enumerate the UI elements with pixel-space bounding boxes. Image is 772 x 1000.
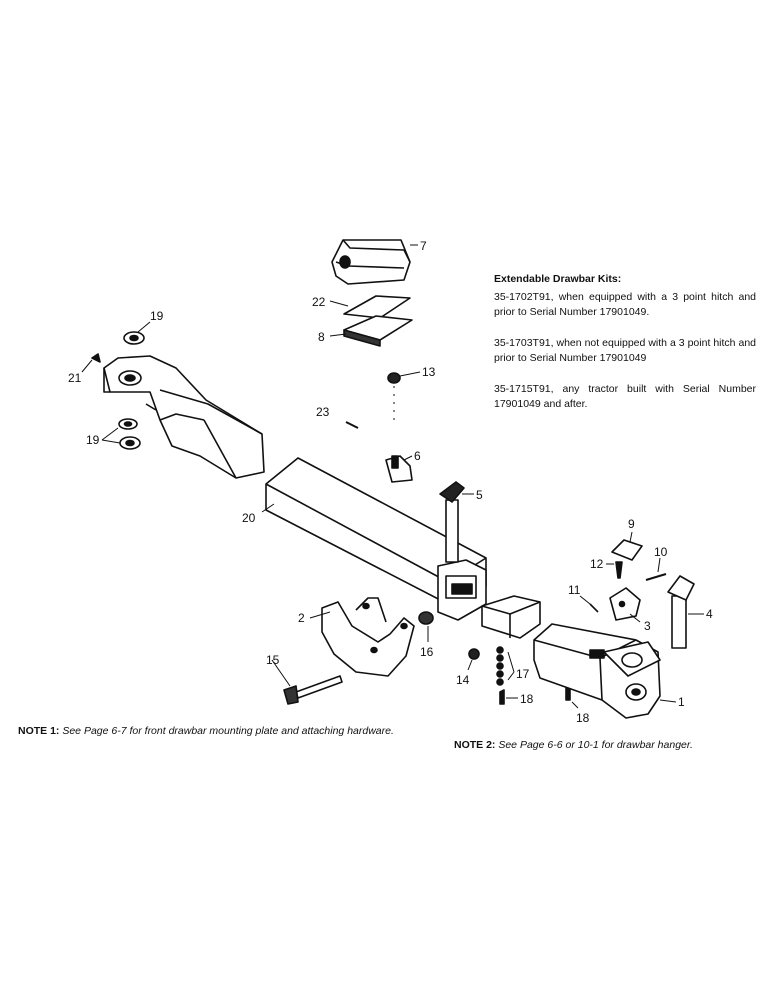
leader-9 (629, 531, 633, 543)
leader-10 (657, 557, 661, 573)
leader-22 (329, 300, 349, 307)
note-1-label: NOTE 1: (18, 725, 60, 737)
note-1-text: See Page 6-7 for front drawbar mounting … (62, 725, 394, 737)
kit-entry-3: 35-1715T91, any tractor built with Seria… (494, 382, 756, 411)
part-7-cap (331, 239, 411, 285)
note-2-text: See Page 6-6 or 10-1 for drawbar hanger. (498, 739, 693, 751)
leader-13 (399, 371, 421, 377)
part-8-pad (343, 315, 413, 347)
note-1: NOTE 1: See Page 6-7 for front drawbar m… (18, 724, 398, 738)
callout-11: 11 (568, 583, 581, 597)
callout-3: 3 (644, 619, 651, 633)
leader-6 (403, 455, 413, 461)
leader-17 (507, 651, 515, 681)
callout-15: 15 (266, 653, 280, 667)
callout-18a: 18 (520, 692, 534, 706)
part-6-bracket (385, 455, 413, 483)
leader-15 (271, 659, 291, 687)
part-5-pin (439, 481, 465, 563)
callout-2: 2 (298, 611, 305, 625)
callout-19a: 19 (150, 309, 164, 323)
callout-1: 1 (678, 695, 685, 709)
part-20-drawbar-tube (265, 457, 487, 621)
callout-17: 17 (516, 667, 530, 681)
leader-1 (659, 699, 677, 703)
callout-23: 23 (316, 405, 330, 419)
callout-5: 5 (476, 488, 483, 502)
part-3-bracket (609, 587, 641, 621)
kit-entry-1: 35-1702T91, when equipped with a 3 point… (494, 290, 756, 319)
part-23-pin (345, 421, 359, 429)
part-4-hitch-pin (667, 575, 695, 649)
part-22-pad (343, 295, 411, 319)
part-21-fitting (91, 353, 101, 363)
callout-14: 14 (456, 673, 470, 687)
callout-18b: 18 (576, 711, 590, 725)
part-16-nut (418, 611, 434, 625)
leader-20 (261, 503, 275, 513)
callout-7: 7 (420, 239, 427, 253)
part-10-pin (645, 573, 667, 581)
part-9-plate (611, 539, 643, 561)
leader-21 (81, 359, 93, 373)
leader-19a (137, 321, 151, 333)
part-19-washers (118, 331, 145, 450)
callout-21: 21 (68, 371, 82, 385)
part-1-clevis (533, 623, 661, 719)
note-2: NOTE 2: See Page 6-6 or 10-1 for drawbar… (454, 738, 754, 752)
spacer-block (481, 595, 541, 639)
part-13-fastener (387, 372, 401, 384)
front-drawbar (103, 355, 265, 479)
leader-14 (467, 659, 473, 671)
part-17-washers (496, 646, 504, 686)
callout-20: 20 (242, 511, 256, 525)
part-11-clip (589, 603, 599, 613)
callout-8: 8 (318, 330, 325, 344)
drawbar-kits-block: Extendable Drawbar Kits: 35-1702T91, whe… (494, 272, 756, 428)
part-18-bolts (499, 685, 571, 705)
callout-12: 12 (590, 557, 604, 571)
part-15-bolt (283, 675, 343, 705)
leader-19b (101, 427, 121, 444)
leader-3 (629, 613, 641, 623)
leader-2 (309, 611, 331, 619)
part-2-support (321, 597, 415, 677)
leader-11 (579, 595, 591, 605)
part-14-fastener (468, 648, 480, 660)
note-2-label: NOTE 2: (454, 739, 496, 751)
leader-8 (329, 333, 347, 337)
kit-entry-2: 35-1703T91, when not equipped with a 3 p… (494, 336, 756, 365)
callout-16: 16 (420, 645, 434, 659)
kits-title: Extendable Drawbar Kits: (494, 273, 622, 285)
part-12-bolt (615, 561, 623, 579)
callout-22: 22 (312, 295, 326, 309)
callout-4: 4 (706, 607, 713, 621)
callout-9: 9 (628, 517, 635, 531)
callout-10: 10 (654, 545, 668, 559)
callout-6: 6 (414, 449, 421, 463)
callout-19b: 19 (86, 433, 100, 447)
leader-18b (571, 701, 579, 709)
callout-13: 13 (422, 365, 436, 379)
